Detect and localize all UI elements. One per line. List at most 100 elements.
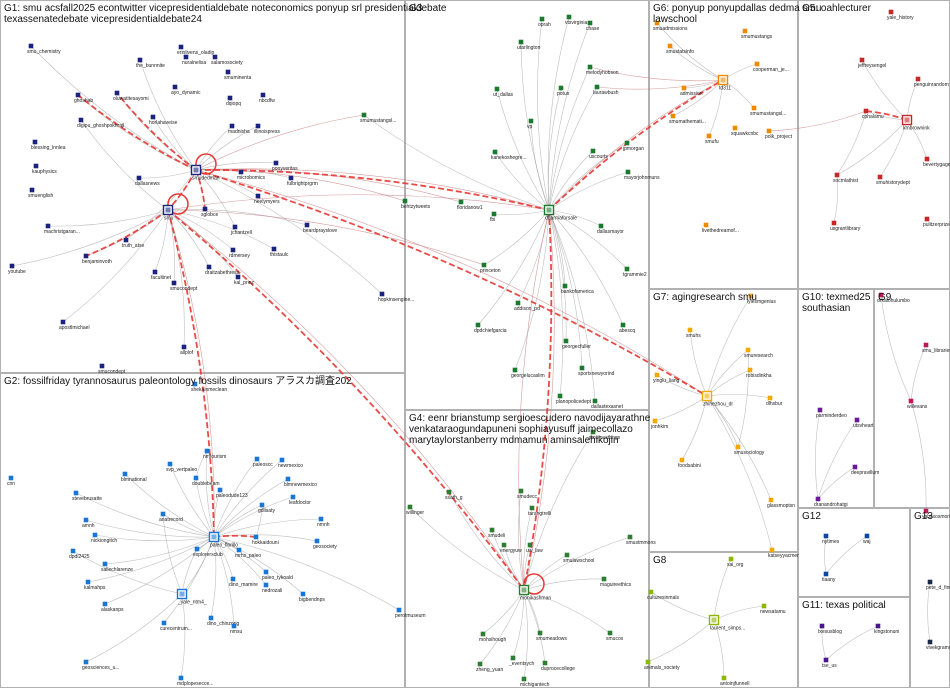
node-salamosociety[interactable]: salamosociety bbox=[211, 54, 243, 66]
node-penguinrandom[interactable]: penguinrandom bbox=[914, 76, 949, 88]
node-smudedman[interactable]: smudedman bbox=[190, 164, 220, 182]
node-smucondept[interactable]: smucondept bbox=[170, 280, 198, 292]
node-blmnewmexico[interactable]: blmnewmexico bbox=[284, 476, 317, 488]
node-sai_org[interactable]: sai_org bbox=[727, 556, 744, 568]
node-oluwatitesayomi[interactable]: oluwatitesayomi bbox=[113, 90, 149, 102]
node-nmsu[interactable]: nmsu bbox=[230, 623, 242, 635]
node-bankofamerica[interactable]: bankofamerica bbox=[561, 283, 594, 295]
node-cphalamu[interactable]: cphalamu bbox=[862, 108, 884, 120]
node-waj[interactable]: waj bbox=[863, 533, 871, 545]
node-nmtourism[interactable]: nmtourism bbox=[203, 448, 226, 460]
node-abescq[interactable]: abescq bbox=[619, 322, 635, 334]
node-vp[interactable]: vp bbox=[527, 118, 534, 130]
node-paleodude123[interactable]: paleodude123 bbox=[216, 487, 248, 499]
node-smustatsinfo[interactable]: smustatsinfo bbox=[666, 43, 694, 55]
node-smuresearch[interactable]: smuresearch bbox=[744, 347, 773, 359]
node-dharmaforsale[interactable]: dharmaforsale bbox=[543, 204, 578, 222]
node-kauphysics[interactable]: kauphysics bbox=[32, 163, 57, 175]
node-kmbrownink[interactable]: kmbrownink bbox=[901, 114, 931, 132]
node-antoinjfunnell[interactable]: antoinjfunnell bbox=[720, 675, 749, 687]
node-dallastexasnet[interactable]: dallastexasnet bbox=[591, 398, 624, 410]
node-georgelucaslim[interactable]: georgelucaslim bbox=[511, 367, 545, 379]
node-smustmmons[interactable]: smustmmons bbox=[626, 534, 656, 546]
node-neelymyers[interactable]: neelymyers bbox=[254, 193, 280, 205]
node-newmexico[interactable]: newmexico bbox=[278, 457, 303, 469]
node-dino_mamire[interactable]: dino_mamire bbox=[229, 576, 258, 588]
node-beardprayslove[interactable]: beardprayslove bbox=[303, 222, 337, 234]
node-mayorjohnmuns[interactable]: mayorjohnmuns bbox=[624, 169, 660, 181]
node-tiaany[interactable]: tiaany bbox=[822, 571, 836, 583]
node-sglobce[interactable]: sglobce bbox=[201, 206, 218, 218]
node-stevebrusatte[interactable]: stevebrusatte bbox=[72, 490, 102, 502]
node-sallechlarenze[interactable]: sallechlarenze bbox=[101, 561, 133, 573]
node-polk_project[interactable]: polk_project bbox=[765, 128, 793, 140]
node-yahssosmori[interactable]: yahssosmori bbox=[922, 508, 950, 520]
node-fulbrightprgrm[interactable]: fulbrightprgrm bbox=[287, 175, 318, 187]
node-glassmoptsn[interactable]: glassmoptsn bbox=[767, 497, 795, 509]
node-pulitzerprizes[interactable]: pulitzerprizes bbox=[923, 216, 950, 228]
node-utsvheart[interactable]: utsvheart bbox=[853, 417, 874, 429]
node-zhihezhou_dr[interactable]: zhihezhou_dr bbox=[701, 390, 734, 408]
node-robisdinkha[interactable]: robisdinkha bbox=[746, 367, 772, 379]
node-facultinet[interactable]: facultinet bbox=[151, 269, 172, 281]
node-smu_chemistry[interactable]: smu_chemistry bbox=[27, 43, 61, 55]
node-nmnh[interactable]: nmnh bbox=[317, 516, 330, 528]
node-shekainmeclean[interactable]: shekainmeclean bbox=[191, 381, 227, 393]
node-blessing_lnnlea[interactable]: blessing_lnnlea bbox=[31, 139, 66, 151]
node-bigbendnps[interactable]: bigbendnps bbox=[299, 591, 325, 603]
node-admission[interactable]: admission bbox=[680, 85, 703, 97]
node-smumustangs2[interactable]: smumustangsl... bbox=[360, 112, 396, 124]
node-foodsabini[interactable]: foodsabini bbox=[678, 457, 701, 469]
node-smudecc[interactable]: smudecc bbox=[517, 488, 538, 500]
node-oprah[interactable]: oprah bbox=[538, 16, 551, 28]
node-smuhistorydept[interactable]: smuhistorydept bbox=[876, 174, 911, 186]
node-georgecfuller[interactable]: georgecfuller bbox=[562, 338, 591, 350]
node-laurawbush[interactable]: laurawbush bbox=[593, 84, 619, 96]
node-smuhs[interactable]: smuhs bbox=[686, 327, 701, 339]
node-jchantzell[interactable]: jchantzell bbox=[230, 224, 252, 236]
node-mrhs_paleo[interactable]: mrhs_paleo bbox=[235, 547, 261, 559]
node-paleoscc[interactable]: paleoscc bbox=[253, 456, 273, 468]
node-uscourts[interactable]: uscourts bbox=[589, 148, 608, 160]
node-zheng_yuan[interactable]: zheng_yuan bbox=[476, 661, 503, 673]
node-planopolicedept[interactable]: planopolicedept bbox=[556, 393, 592, 405]
node-sportsnewyorind[interactable]: sportsnewyorind bbox=[578, 365, 615, 377]
node-benjaminvoth[interactable]: benjaminvoth bbox=[82, 253, 112, 265]
node-cnn[interactable]: cnn bbox=[7, 475, 15, 487]
node-smuadmissions[interactable]: smuadmissions bbox=[653, 20, 688, 32]
node-td311[interactable]: td311 bbox=[717, 74, 732, 92]
node-perotmuseum[interactable]: perotmuseum bbox=[395, 607, 426, 619]
node-digipu[interactable]: digipu_ghoshpokhrajl bbox=[77, 117, 124, 129]
node-illinoispress[interactable]: illinoispress bbox=[254, 123, 280, 135]
node-bevertygage[interactable]: bevertygage bbox=[923, 156, 950, 168]
node-utarlington[interactable]: utarlington bbox=[517, 39, 541, 51]
node-vivekgramasw[interactable]: vivekgramasw... bbox=[926, 639, 950, 651]
node-erinlivens[interactable]: erinlivens_oladip bbox=[177, 44, 214, 56]
node-jonhkim[interactable]: jonhkim bbox=[650, 418, 668, 430]
node-ut_dallas[interactable]: ut_dallas bbox=[493, 86, 514, 98]
node-thistaulc[interactable]: thistaulc bbox=[270, 246, 289, 258]
node-yinglu_liang[interactable]: yinglu_liang bbox=[653, 372, 680, 384]
node-explorerscub[interactable]: explorersclub bbox=[193, 546, 223, 558]
node-katseyyacmer[interactable]: katseyyacmer bbox=[768, 547, 799, 559]
node-parminderdeo[interactable]: parminderdeo bbox=[816, 407, 847, 419]
node-socmlathist[interactable]: socmlathist bbox=[833, 172, 859, 184]
node-behtzytweets[interactable]: behtzytweets bbox=[401, 198, 431, 210]
node-smu_libraries[interactable]: smu_libraries bbox=[922, 342, 950, 354]
node-melodyhobson[interactable]: melodyhobson bbox=[586, 64, 619, 76]
node-texasblog[interactable]: txesusblog bbox=[818, 623, 842, 635]
node-dallasmayor[interactable]: dallasmayor bbox=[597, 223, 624, 235]
node-madnisha[interactable]: madnisha bbox=[228, 123, 250, 135]
node-alaskanps[interactable]: alaskanps bbox=[101, 601, 124, 613]
node-dlhsbur[interactable]: dlhsbur bbox=[766, 395, 783, 407]
node-doublebeam[interactable]: doublebeam bbox=[192, 475, 220, 487]
node-ssath_g[interactable]: ssath_g bbox=[445, 489, 463, 501]
node-rdmersey[interactable]: rdmersey bbox=[229, 247, 250, 259]
node-newsatamu[interactable]: newsatamu bbox=[760, 603, 786, 615]
node-uw_law[interactable]: uw_law bbox=[526, 542, 543, 554]
node-nytimes[interactable]: nytimes bbox=[822, 533, 840, 545]
node-mohsihough[interactable]: mohsihough bbox=[479, 631, 506, 643]
node-geosociety[interactable]: geosociety bbox=[313, 538, 337, 550]
node-smumustangs4[interactable]: smumustangs bbox=[741, 28, 773, 40]
node-culturesinmals[interactable]: culturesinmals bbox=[647, 589, 679, 601]
